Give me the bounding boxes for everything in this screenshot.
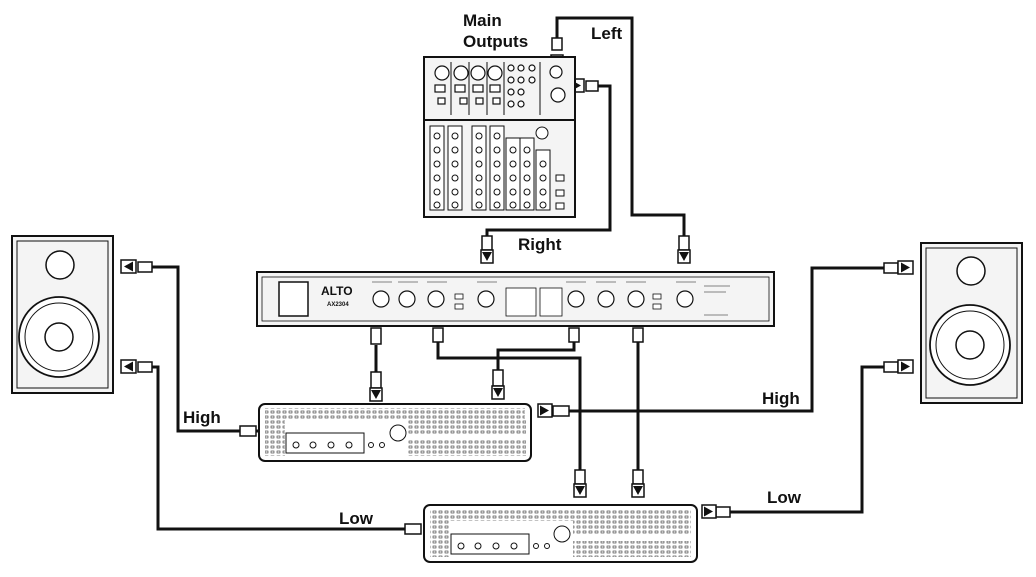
xlr-plug [432,327,444,343]
arrow-box [897,260,914,275]
arrow-box [677,249,691,264]
xlr-plug [678,235,690,251]
arrow-box [897,359,914,374]
crossover-display [278,281,309,317]
xlr-plug [568,327,580,343]
mixer-input-knobs [434,64,566,108]
crossover-model: AX2304 [327,302,349,308]
xlr-plug [551,37,563,51]
tweeter [956,256,986,286]
xlr-plug [137,361,153,373]
amplifier-high [258,403,532,462]
cable-low-left [148,365,405,531]
amp-control-panel [450,533,530,555]
amp-power-knob [553,525,571,543]
arrow-box [480,249,494,264]
arrow-box [120,259,137,274]
xlr-plug [632,469,644,485]
amplifier-low [423,504,698,563]
label-low-right: Low [767,488,801,507]
cable-low-right [720,365,884,514]
speaker-right [920,242,1023,404]
label-high-right: High [762,389,800,408]
xlr-plug [574,469,586,485]
crossover-knobs [372,290,694,308]
arrow-box [573,483,587,498]
xlr-plug [370,371,382,389]
xlr-plug [370,327,382,345]
label-high-left: High [183,408,221,427]
arrow-box [631,483,645,498]
crossover-unit: ALTO AX2304 [256,271,775,327]
cable-xover-high-ch2 [496,342,576,370]
cable-xover-low-ch1 [436,342,582,470]
arrow-box [537,403,553,418]
xlr-plug [481,235,493,251]
arrow-box [369,387,383,402]
arrow-box [491,385,505,400]
label-low-left: Low [339,509,373,528]
crossover-brand: ALTO [321,284,353,298]
xlr-plug [404,523,422,535]
xlr-plug [883,361,899,373]
mixer-channel-strips [429,125,565,211]
xlr-plug [632,327,644,343]
cables [148,16,884,531]
arrow-box [701,504,717,519]
xlr-plug [137,261,153,273]
cable-high-left [148,265,258,433]
xlr-plug [239,425,257,437]
xlr-plug [715,506,731,518]
tweeter [45,250,75,280]
xlr-plug [552,405,570,417]
xlr-plug [883,262,899,274]
amp-power-knob [389,424,407,442]
label-main-outputs-line1: Main [463,11,502,30]
label-left: Left [591,24,623,43]
label-right: Right [518,235,562,254]
mixer [423,56,576,218]
cable-right-main-output [485,84,612,238]
arrow-box [120,359,137,374]
label-main-outputs-line2: Outputs [463,32,529,51]
cable-left-main-output [555,16,686,238]
xlr-plug [585,80,599,92]
speaker-left [11,235,114,394]
xlr-plug [492,369,504,387]
amp-control-panel [285,432,365,454]
cable-high-right [566,266,884,413]
